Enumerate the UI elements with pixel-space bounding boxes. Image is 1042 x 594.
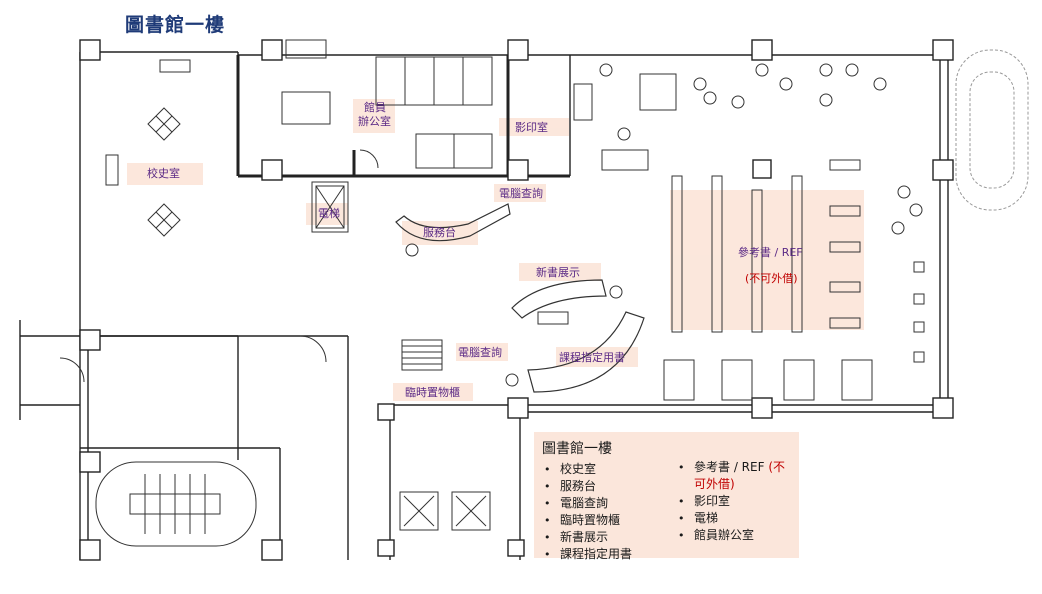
- legend-item: 臨時置物櫃: [542, 512, 632, 529]
- legend-right-list: 參考書 / REF (不可外借) 影印室 電梯 館員辦公室: [676, 459, 794, 544]
- study-tables: [573, 73, 873, 401]
- legend-item: 課程指定用書: [542, 546, 632, 563]
- highlight-new-books: [519, 263, 601, 281]
- zone-label-copy-room[interactable]: 影印室: [515, 121, 548, 134]
- highlight-school-history: [127, 163, 203, 185]
- zone-label-computer-search-2[interactable]: 電腦查詢: [458, 346, 502, 359]
- legend-item: 館員辦公室: [676, 527, 794, 544]
- staircase: [95, 461, 257, 547]
- zone-label-new-books[interactable]: 新書展示: [536, 266, 580, 279]
- zone-label-computer-search-1[interactable]: 電腦查詢: [499, 187, 543, 200]
- highlight-reference: [670, 190, 864, 330]
- seating-circles: [405, 63, 923, 387]
- legend-item: 新書展示: [542, 529, 632, 546]
- highlight-computer-search-2: [456, 343, 508, 361]
- zone-label-reference[interactable]: 參考書 / REF: [738, 246, 803, 259]
- legend-item: 電梯: [676, 510, 794, 527]
- highlight-computer-search-1: [494, 184, 546, 202]
- zone-label-school-history[interactable]: 校史室: [147, 167, 180, 180]
- legend-item: 電腦查詢: [542, 495, 632, 512]
- highlight-temp-storage: [393, 383, 473, 401]
- course-books-shelf: [527, 311, 645, 393]
- legend-item: 服務台: [542, 478, 632, 495]
- zone-label-elevator[interactable]: 電梯: [318, 207, 340, 220]
- legend-item: 參考書 / REF (不可外借): [676, 459, 794, 493]
- doors: [59, 149, 379, 383]
- inner-stairs: [401, 339, 443, 371]
- legend-item-note: (不可外借): [694, 460, 786, 491]
- office-desks: [281, 39, 493, 169]
- legend-title: 圖書館一樓: [542, 441, 612, 457]
- highlight-copy-room: [499, 118, 569, 136]
- zone-label-reference-note: (不可外借): [745, 272, 798, 285]
- legend-item: 校史室: [542, 461, 632, 478]
- right-chairs: [913, 261, 925, 363]
- columns: [79, 39, 954, 561]
- zone-label-staff-office-line2[interactable]: 辦公室: [358, 115, 391, 128]
- legend-left-column: 圖書館一樓 校史室 服務台 電腦查詢 臨時置物櫃 新書展示 課程指定用書: [542, 438, 632, 563]
- zone-label-temp-storage[interactable]: 臨時置物櫃: [405, 386, 460, 399]
- service-desk: [395, 203, 511, 242]
- page-title: 圖書館一樓: [125, 14, 226, 36]
- zone-label-course-books[interactable]: 課程指定用書: [559, 351, 625, 364]
- right-staircase: [955, 49, 1029, 211]
- zone-highlights: [127, 99, 864, 401]
- new-books-table: [537, 311, 569, 325]
- history-displays: [105, 59, 191, 237]
- legend-left-list: 校史室 服務台 電腦查詢 臨時置物櫃 新書展示 課程指定用書: [542, 461, 632, 563]
- legend-right-column: 參考書 / REF (不可外借) 影印室 電梯 館員辦公室: [676, 459, 794, 544]
- legend-item-text: 參考書 / REF: [694, 460, 765, 474]
- zone-label-staff-office-line1[interactable]: 館員: [364, 101, 386, 114]
- new-books-display: [511, 279, 607, 319]
- reference-shelves: [671, 159, 861, 333]
- elevator-shaft: [311, 181, 491, 531]
- legend-item: 影印室: [676, 493, 794, 510]
- highlight-course-books: [556, 347, 638, 367]
- zone-label-service-desk[interactable]: 服務台: [423, 226, 456, 239]
